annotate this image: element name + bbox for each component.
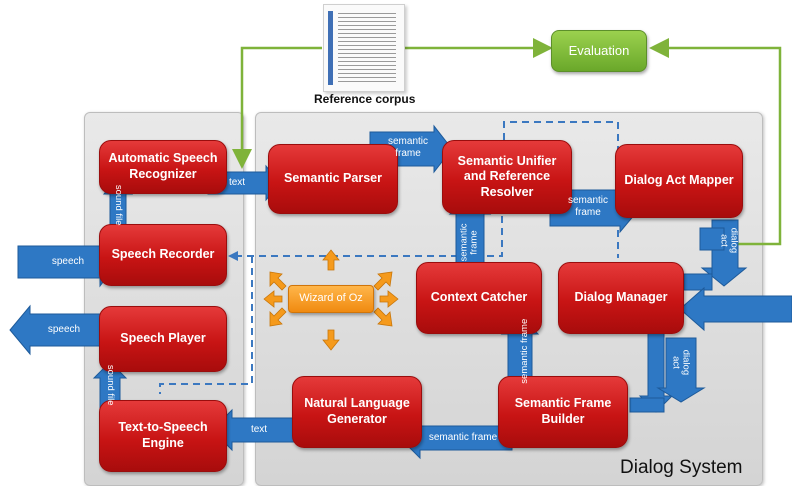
semantic-frame-mapper-label: semantic frame xyxy=(567,195,608,218)
text-to-speech-engine: Text-to-Speech Engine xyxy=(99,400,227,472)
wizard-dashed-lines xyxy=(159,121,619,394)
dialog-system-title: Dialog System xyxy=(620,457,743,478)
speech-player: Speech Player xyxy=(99,306,227,372)
speech-recorder: Speech Recorder xyxy=(99,224,227,286)
semantic-parser: Semantic Parser xyxy=(268,144,398,214)
semantic-frame-builder: Semantic Frame Builder xyxy=(498,376,628,448)
dialog-manager: Dialog Manager xyxy=(558,262,684,334)
dialog-act-mapper: Dialog Act Mapper xyxy=(615,144,743,218)
feedback-lines xyxy=(232,38,782,246)
reference-corpus-label: Reference corpus xyxy=(314,92,416,106)
dashed-arrowhead xyxy=(228,251,238,261)
sound-file-top-label: sound file xyxy=(113,184,125,226)
automatic-speech-recognizer: Automatic Speech Recognizer xyxy=(99,140,227,194)
dialog-act-mapper-label: dialog act xyxy=(718,227,740,254)
semantic-unifier-and-reference-resolver: Semantic Unifier and Reference Resolver xyxy=(442,140,572,214)
natural-language-generator: Natural Language Generator xyxy=(292,376,422,448)
text-asr-label: text xyxy=(228,177,246,188)
semantic-frame-parser-label: semantic frame xyxy=(387,136,428,159)
speech-in-label: speech xyxy=(51,256,85,267)
sound-file-bottom-label: sound file xyxy=(105,364,117,406)
document-icon xyxy=(323,4,405,92)
semantic-frame-nlg-label: semantic frame xyxy=(428,432,498,443)
semantic-frame-context-label: semantic frame xyxy=(458,223,480,262)
context-catcher: Context Catcher xyxy=(416,262,542,334)
evaluation-box: Evaluation xyxy=(551,30,647,72)
dialog-act-manager-label: dialog act xyxy=(670,349,692,376)
text-tts-label: text xyxy=(250,424,268,435)
semantic-frame-builder-label: semantic frame xyxy=(518,318,530,384)
wizard-of-oz: Wizard of Oz xyxy=(288,285,374,313)
speech-out-label: speech xyxy=(47,324,81,335)
